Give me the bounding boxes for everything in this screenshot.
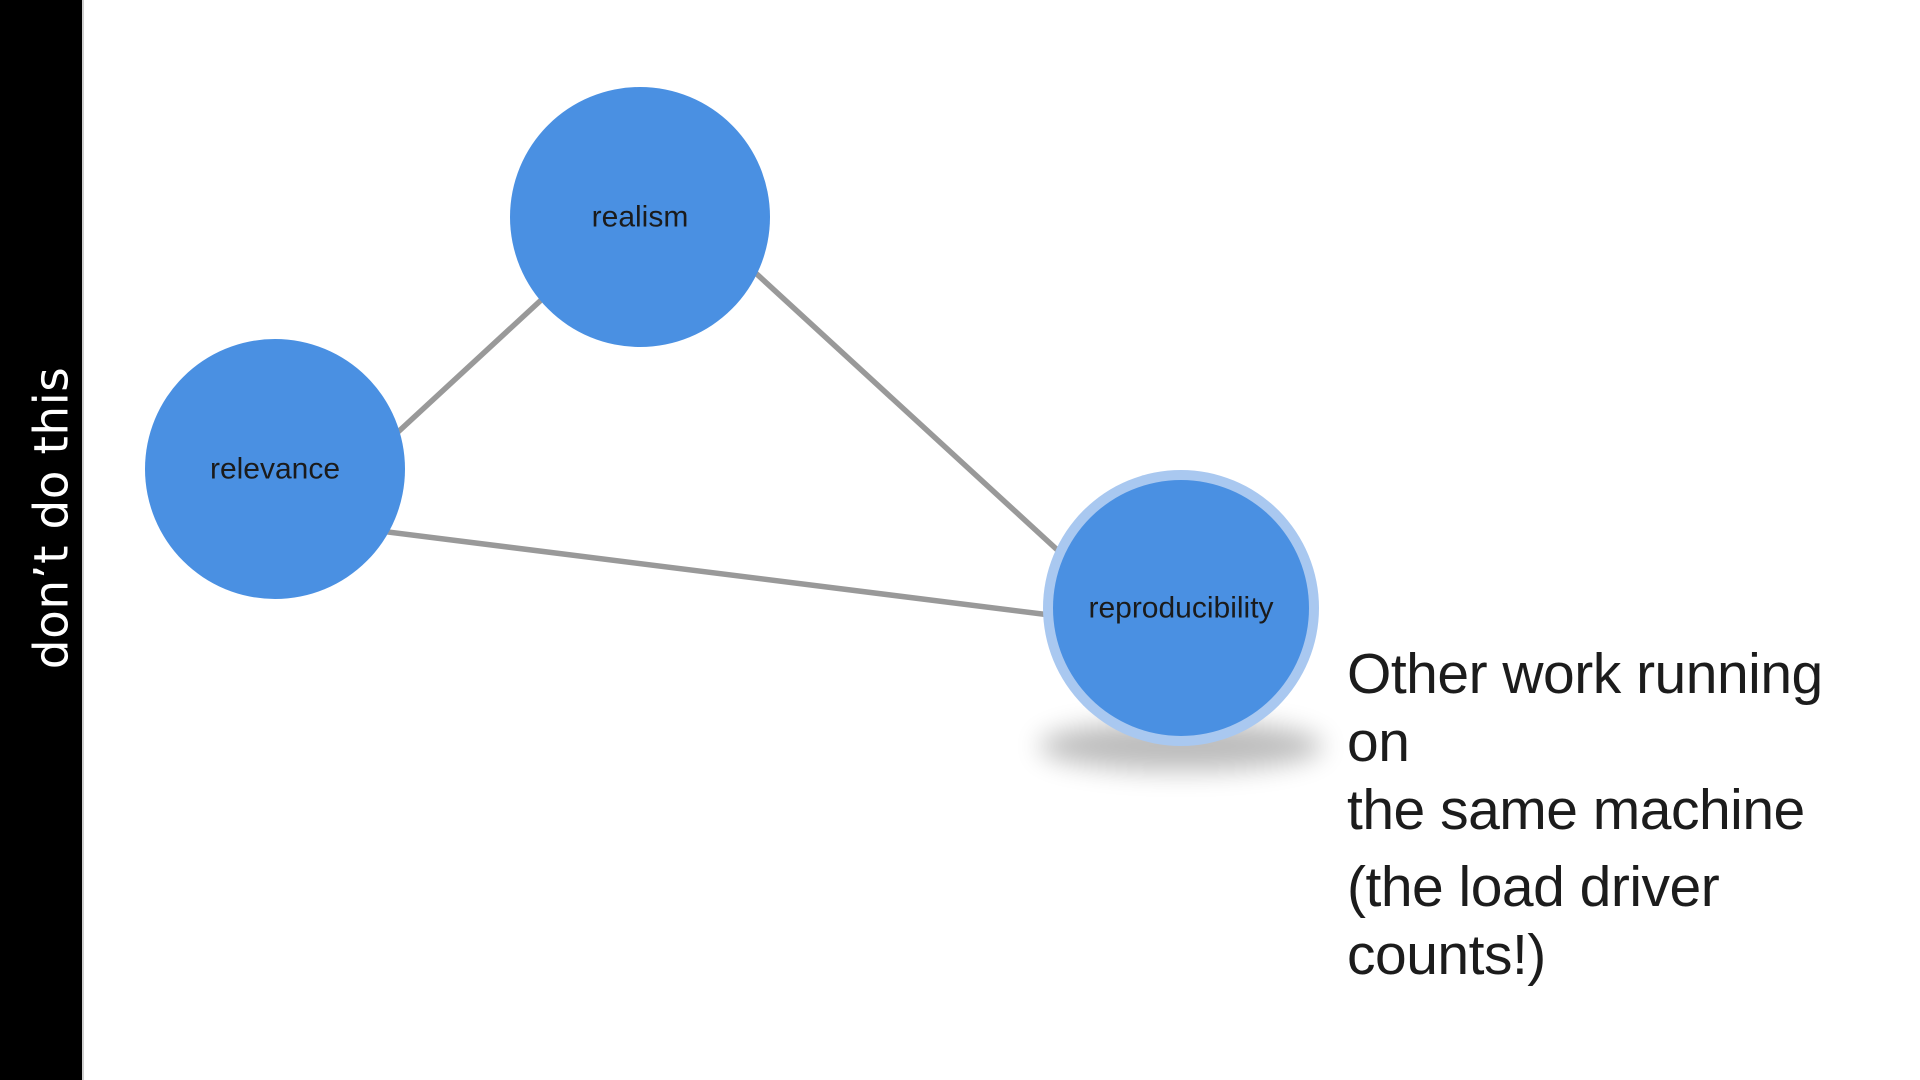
diagram-edges: [379, 263, 1067, 618]
sidebar: don’t do this: [0, 0, 84, 1080]
annotation-block: Other work running on the same machine (…: [1347, 640, 1847, 989]
annotation-note: (the load driver counts!): [1347, 855, 1720, 987]
node-realism: realism: [510, 87, 770, 347]
relevance-circle: [145, 339, 405, 599]
reproducibility-circle: [1053, 480, 1309, 736]
reproducibility-label: reproducibility: [1088, 592, 1273, 625]
edge-realism-reproducibility: [746, 263, 1067, 560]
realism-circle: [510, 87, 770, 347]
node-reproducibility: reproducibility: [1043, 470, 1319, 746]
edge-relevance-reproducibility: [379, 528, 1051, 618]
realism-label: realism: [592, 201, 689, 234]
annotation-line-1: Other work running on: [1347, 642, 1823, 774]
relevance-label: relevance: [210, 453, 340, 486]
edge-relevance-realism: [383, 275, 567, 447]
node-relevance: relevance: [145, 339, 405, 599]
annotation-line-2: the same machine: [1347, 778, 1805, 842]
